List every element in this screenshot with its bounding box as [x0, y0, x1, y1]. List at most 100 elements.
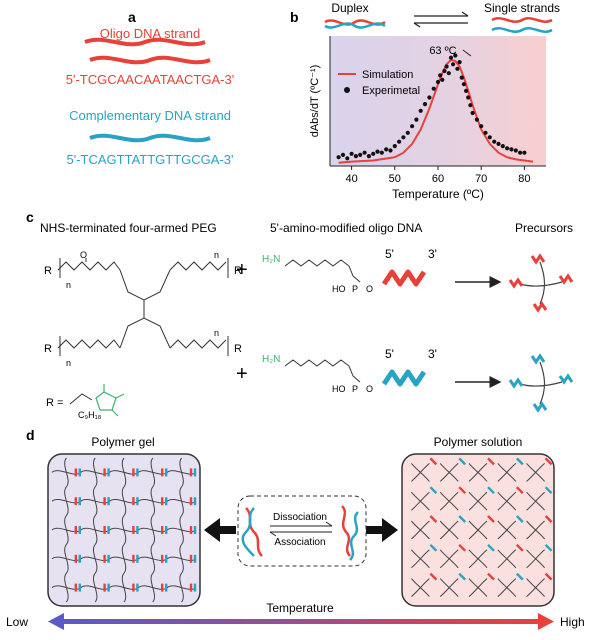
solution-arm-2 [526, 463, 545, 482]
solution-arm-2 [497, 549, 517, 569]
experimental-point [468, 103, 473, 108]
experimental-point [366, 154, 371, 159]
association-arrowhead [269, 531, 277, 537]
experimental-point [505, 146, 510, 151]
legend-simulation-label: Simulation [362, 69, 413, 81]
experimental-point [340, 152, 346, 157]
solution-strand [544, 543, 553, 552]
peak-annotation-pointer [462, 49, 472, 57]
solution-arm-2 [439, 463, 459, 482]
solution-arm-2 [526, 520, 545, 540]
solution-strand [487, 543, 495, 552]
complementary-title: Complementary DNA strand [69, 108, 231, 123]
plus-sign-2: + [236, 363, 248, 385]
experimental-point [431, 86, 436, 91]
gel-arm-vertical [93, 515, 98, 545]
gel-arm-vertical [64, 457, 69, 488]
experimental-point [422, 102, 428, 107]
experimental-point [479, 124, 484, 129]
solution-arm-2 [439, 549, 459, 569]
experimental-point [362, 150, 367, 155]
peg-n-ul: n [66, 280, 71, 290]
duplex-label: Duplex [331, 1, 368, 15]
equilibrium-arrows-b [413, 11, 469, 28]
five-prime-top: 5' [385, 247, 394, 261]
solution-strand [487, 515, 495, 523]
gel-arm-vertical [93, 544, 98, 574]
experimental-point [461, 82, 466, 87]
gel-arm-vertical [179, 486, 184, 516]
solution-arm-2 [411, 549, 430, 569]
amino-dna-linker-top [284, 259, 361, 283]
solution-strand [515, 515, 524, 523]
experimental-point [446, 71, 451, 76]
association-label: Association [274, 537, 325, 548]
solution-arm-2 [497, 520, 517, 540]
p-label-top: P [352, 284, 358, 294]
experimental-point [397, 139, 402, 144]
gel-arm-vertical [150, 515, 155, 545]
solution-strand [458, 515, 467, 523]
gel-arm-vertical [121, 572, 127, 603]
gel-arm-vertical [179, 572, 184, 603]
solution-arm-2 [411, 578, 430, 597]
solution-strand [458, 572, 467, 581]
experimental-point [464, 88, 469, 93]
gel-arm-vertical [179, 515, 184, 545]
solution-arm-2 [439, 491, 459, 511]
five-prime-bottom: 5' [385, 347, 394, 361]
polymer-gel-title: Polymer gel [91, 435, 154, 449]
peg-n-lr: n [214, 328, 219, 338]
oligo-dna-icon-bottom [381, 369, 427, 387]
peg-r-lr: R [234, 343, 242, 355]
experimental-point [492, 139, 497, 144]
ho-label-bottom: HO [332, 384, 346, 394]
experimental-point [358, 152, 363, 157]
peg-r-ll: R [44, 343, 52, 355]
h2n-label-top: H₂N [262, 254, 280, 265]
experimental-point [444, 64, 449, 69]
experimental-point [435, 79, 441, 85]
chart-plot-area [330, 36, 546, 166]
oligo-strand-wave-2 [89, 55, 211, 65]
experimental-point [483, 130, 488, 135]
dna-title: 5'-amino-modified oligo DNA [270, 221, 422, 235]
experimental-point [500, 144, 505, 149]
experimental-point [487, 135, 492, 140]
amino-dna-linker-bottom [284, 359, 361, 383]
x-tick-label: 40 [345, 173, 357, 185]
solution-arm-2 [497, 578, 517, 597]
gel-arm-vertical [121, 515, 127, 545]
solution-strand [429, 457, 438, 466]
four-armed-peg-structure [57, 258, 229, 356]
gel-arm-vertical [150, 457, 155, 488]
three-prime-bottom: 3' [428, 347, 437, 361]
experimental-point [453, 53, 458, 58]
solution-strand [429, 572, 438, 581]
polymer-solution-title: Polymer solution [434, 435, 523, 449]
solution-strand [458, 543, 467, 552]
experimental-point [518, 150, 523, 155]
solution-arm-2 [497, 491, 517, 511]
oligo-dna-icon-top [381, 269, 427, 287]
gel-arm-vertical [93, 486, 98, 516]
dissociation-label: Dissociation [273, 512, 327, 523]
solution-strand [458, 486, 467, 495]
oligo-sequence: 5'-TCGCAACAATAACTGA-3' [66, 72, 234, 87]
x-tick-label: 50 [389, 173, 401, 185]
gel-arm-vertical [64, 486, 69, 516]
solution-arm-2 [468, 520, 488, 540]
x-tick-label: 70 [475, 173, 487, 185]
solution-arm-2 [411, 491, 430, 511]
peg-r-ul: R [44, 265, 52, 277]
solution-arm-2 [439, 520, 459, 540]
arrow-to-solution [366, 518, 398, 542]
solution-strand [544, 486, 553, 495]
experimental-point [474, 117, 479, 122]
experimental-point [513, 148, 518, 153]
experimental-point [442, 68, 447, 74]
panel-label-d: d [26, 427, 35, 443]
gel-arm-vertical [121, 486, 127, 516]
gel-arm-vertical [150, 486, 155, 516]
